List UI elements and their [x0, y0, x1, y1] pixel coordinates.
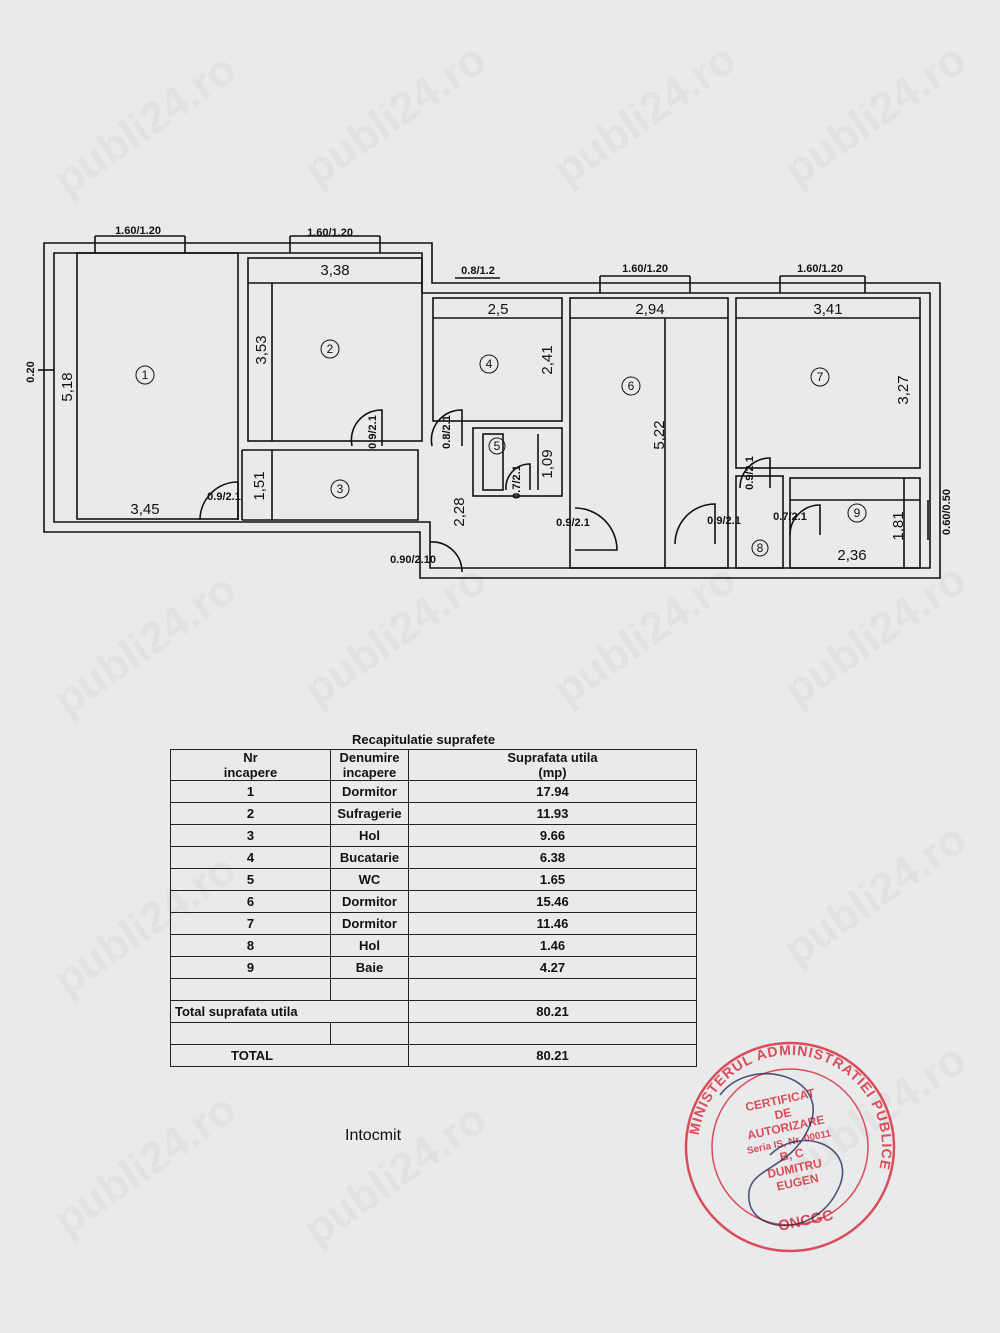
window-label: 0.8/1.2 [461, 265, 495, 277]
door-label: 0.9/2.1 [744, 456, 756, 490]
door-label: 0.9/2.1 [556, 517, 590, 529]
total-row: TOTAL 80.21 [170, 1044, 697, 1067]
watermark: publi24.ro [774, 814, 976, 975]
svg-text:B, C: B, C [778, 1145, 805, 1164]
door-label: 0.9/2.1 [707, 515, 741, 527]
room-number: 5 [494, 439, 501, 453]
window-label: 1.60/1.20 [307, 227, 353, 239]
room-number: 7 [817, 370, 824, 384]
total-util-row: Total suprafata utila 80.21 [170, 1000, 697, 1023]
dimension-label: 2,5 [488, 301, 509, 318]
table-row-empty [170, 978, 697, 1001]
door-label: 0.7/2.1 [511, 465, 523, 499]
dimension-label: 2,28 [451, 497, 468, 526]
dimension-label: 3,45 [130, 501, 159, 518]
window-label: 1.60/1.20 [115, 225, 161, 237]
door-label: 0.9/2.1 [367, 415, 379, 449]
window-label: 0.60/0.50 [941, 489, 953, 535]
door-label: 0.90/2.10 [390, 554, 436, 566]
dimension-label: 1,81 [890, 511, 907, 540]
table-title: Recapitulatie suprafete [352, 732, 496, 747]
window-label: 1.60/1.20 [797, 263, 843, 275]
floor-plan: 1 2 3 4 5 6 7 8 9 1.60/1.20 1.60/1.20 0.… [25, 225, 953, 579]
dimension-label: 5,22 [651, 420, 668, 449]
dimension-label: 2,41 [539, 345, 556, 374]
door-label: 0.7/2.1 [773, 511, 807, 523]
dimension-label: 1,09 [539, 449, 556, 478]
dimension-label: 3,38 [320, 262, 349, 279]
room-number: 2 [327, 342, 334, 356]
window-label: 1.60/1.20 [622, 263, 668, 275]
dimension-label: 3,53 [253, 335, 270, 364]
watermark: publi24.ro [294, 1094, 496, 1255]
dimension-label: 2,94 [635, 301, 664, 318]
dimension-label: 3,27 [895, 375, 912, 404]
header-area: Suprafata utila(mp) [408, 749, 697, 781]
room-number: 9 [854, 506, 861, 520]
total-util-label: Total suprafata utila [170, 1000, 409, 1023]
room-number: 1 [142, 368, 149, 382]
room-number: 6 [628, 379, 635, 393]
svg-text:DE: DE [773, 1105, 792, 1122]
window-label: 0.20 [25, 361, 37, 382]
dimension-label: 5,18 [59, 372, 76, 401]
official-stamp: MINISTERUL ADMINISTRATIEI PUBLICE CERTIF… [684, 1041, 896, 1253]
signature-label: Intocmit [345, 1127, 402, 1144]
total-util-value: 80.21 [408, 1000, 697, 1023]
door-label: 0.8/2.1 [441, 415, 453, 449]
room-number: 4 [486, 357, 493, 371]
watermark: publi24.ro [44, 1084, 246, 1245]
room-number: 8 [757, 541, 764, 555]
dimension-label: 2,36 [837, 547, 866, 564]
door-label: 0.9/2.1 [207, 491, 241, 503]
table-row-empty [170, 1022, 697, 1045]
dimension-label: 3,41 [813, 301, 842, 318]
total-label: TOTAL [170, 1044, 409, 1067]
total-value: 80.21 [408, 1044, 697, 1067]
room-number: 3 [337, 482, 344, 496]
dimension-label: 1,51 [251, 471, 268, 500]
